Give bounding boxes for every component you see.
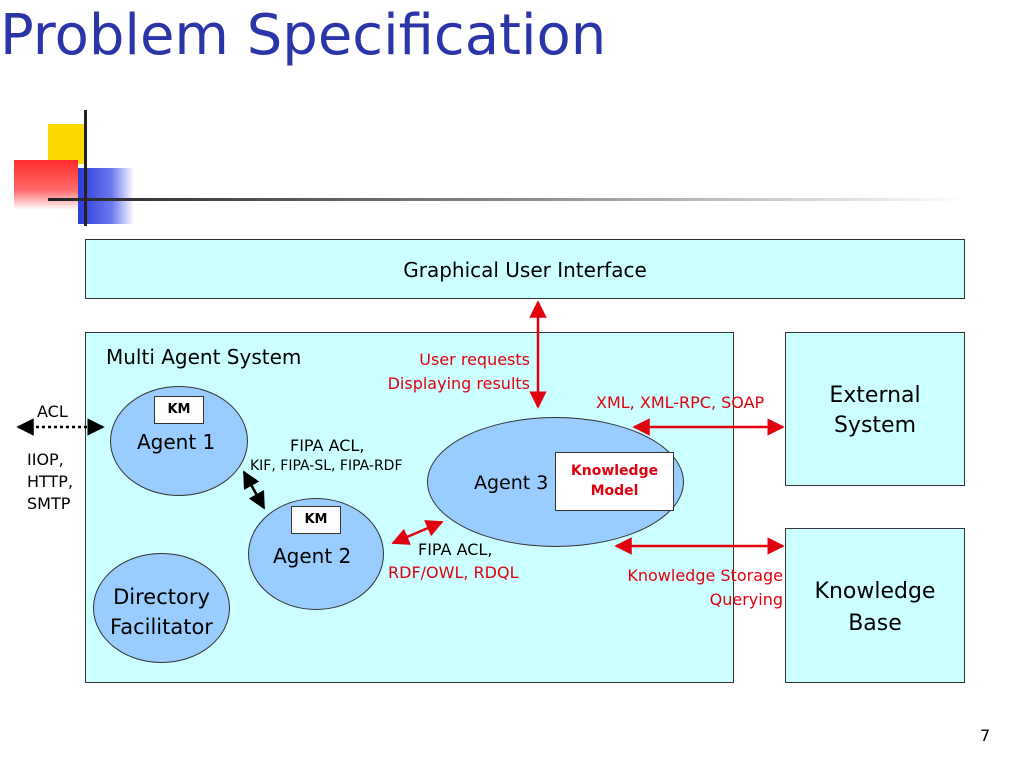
fipa-langs-label: KIF, FIPA-SL, FIPA-RDF	[250, 458, 403, 474]
gui-label: Graphical User Interface	[403, 258, 647, 282]
page-number: 7	[980, 726, 991, 745]
knowledge-model-line2: Model	[590, 483, 639, 499]
agent3-label: Agent 3	[474, 472, 549, 494]
agent2-label: Agent 2	[273, 544, 352, 568]
knowledge-model-line1: Knowledge	[570, 463, 659, 479]
knowledge-storage-label: Knowledge Storage	[627, 566, 783, 585]
fipa-acl-label-1: FIPA ACL,	[290, 436, 365, 455]
http-label: HTTP,	[27, 472, 74, 491]
knowledge-base-box: Knowledge Base	[785, 528, 965, 683]
directory-facilitator-node	[93, 553, 230, 663]
gui-box: Graphical User Interface	[85, 239, 965, 299]
agent1-km-box: KM	[154, 396, 204, 424]
directory-line1: Directory	[113, 585, 210, 609]
iiop-label: IIOP,	[27, 450, 64, 469]
agent1-label: Agent 1	[137, 430, 216, 454]
agent2-km-box: KM	[291, 506, 341, 534]
external-system-line2: System	[833, 413, 917, 438]
displaying-results-label: Displaying results	[387, 374, 530, 393]
agent2-agent3-arrow	[391, 520, 444, 545]
acl-label: ACL	[37, 402, 68, 421]
mas-label: Multi Agent System	[106, 345, 302, 369]
knowledge-base-line2: Base	[848, 611, 902, 636]
directory-line2: Facilitator	[110, 615, 213, 639]
external-system-line1: External	[829, 383, 921, 408]
slide-title: Problem Specification	[0, 3, 607, 68]
user-requests-label: User requests	[419, 350, 530, 369]
querying-label: Querying	[709, 590, 783, 609]
smtp-label: SMTP	[27, 494, 71, 513]
knowledge-model-box: Knowledge Model	[555, 452, 674, 511]
agent1-agent2-arrow	[242, 470, 266, 510]
xml-protocols-label: XML, XML-RPC, SOAP	[596, 393, 765, 412]
external-system-box: External System	[785, 332, 965, 486]
rdf-langs-label: RDF/OWL, RDQL	[388, 563, 519, 582]
knowledge-base-line1: Knowledge	[814, 579, 936, 604]
